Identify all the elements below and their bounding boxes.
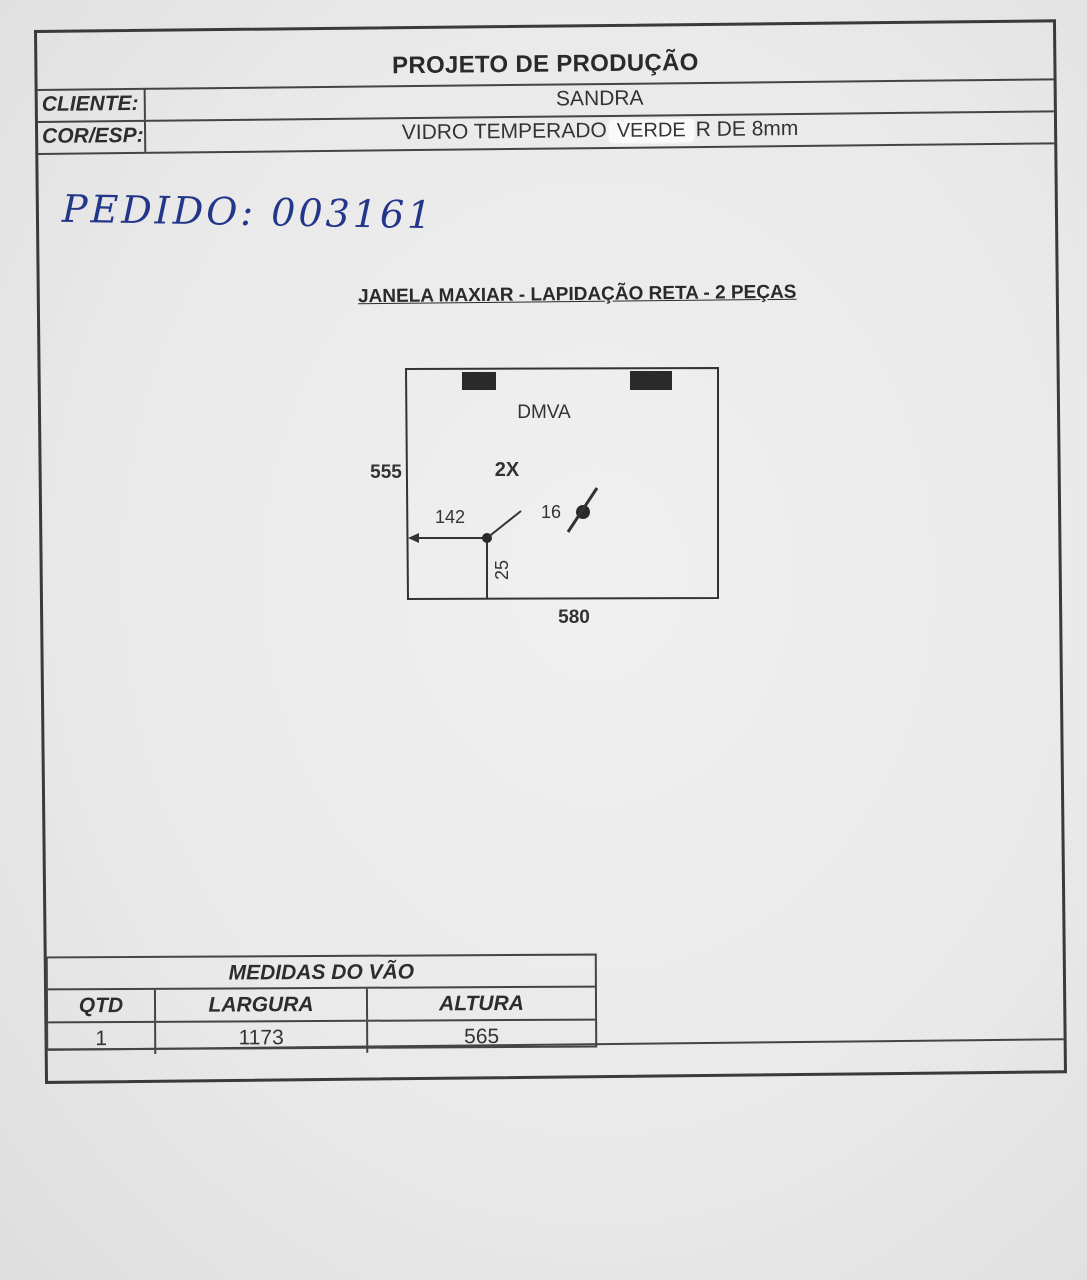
cell-altura: 565: [464, 1024, 500, 1048]
hinge-block-right: [630, 371, 672, 390]
cell-largura: 1173: [156, 1021, 369, 1054]
measures-title: MEDIDAS DO VÃO: [47, 955, 595, 991]
dimension-offset-x: 142: [435, 507, 465, 527]
color-prefix: VIDRO TEMPERADO: [401, 119, 607, 145]
color-highlight-box: VERDE: [608, 118, 694, 143]
color-label: COR/ESP:: [37, 119, 147, 153]
label-quantity: 2X: [495, 459, 520, 481]
handwritten-order-number: PEDIDO: 003161: [61, 186, 435, 238]
hole-leader-line: [486, 510, 522, 539]
piece-description: JANELA MAXIAR - LAPIDAÇÃO RETA - 2 PEÇAS: [357, 281, 797, 308]
label-dmva: DMVA: [517, 402, 571, 423]
dimension-height: 555: [370, 462, 402, 483]
measures-table: MEDIDAS DO VÃO QTD LARGURA ALTURA 1 1173…: [45, 953, 598, 1055]
dimension-offset-y: 25: [492, 560, 512, 580]
hinge-block-left: [462, 372, 496, 390]
cell-qtd: 1: [48, 1022, 157, 1055]
column-header-largura: LARGURA: [155, 988, 369, 1021]
measures-header-row: QTD LARGURA ALTURA: [47, 987, 596, 1024]
piece-outline: [404, 366, 719, 601]
offset-x-arrow: [408, 533, 419, 543]
form-title: PROJETO DE PRODUÇÃO: [391, 49, 699, 80]
column-header-altura: ALTURA: [439, 991, 524, 1015]
client-label: CLIENTE:: [37, 87, 146, 121]
table-row: 1 1173 565: [48, 1021, 595, 1055]
glass-piece-drawing: DMVA 2X 555 580 142 25 16: [370, 366, 719, 628]
hole-diameter-marker: [566, 487, 599, 533]
dimension-width: 580: [558, 607, 590, 628]
dimension-hole-diameter: 16: [541, 502, 561, 522]
column-header-qtd: QTD: [47, 989, 157, 1022]
color-suffix: R DE 8mm: [695, 117, 799, 142]
